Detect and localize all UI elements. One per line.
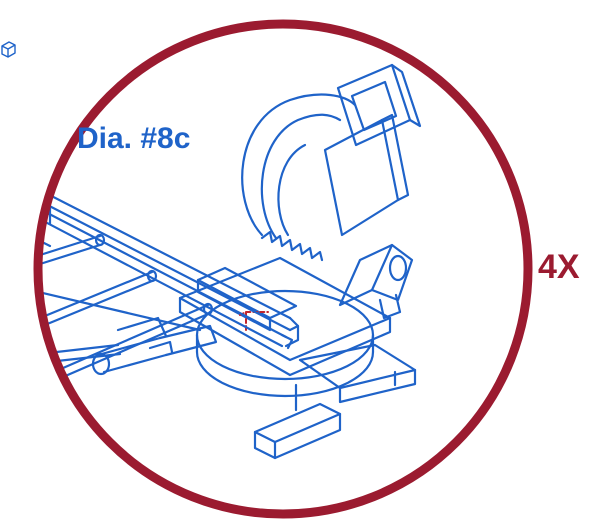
box-outline-icon (1, 41, 16, 58)
diagram-label: Dia. #8c (77, 122, 191, 155)
quantity-label: 4X (538, 248, 580, 286)
detail-circle (33, 19, 533, 519)
miter-saw-icon (91, 63, 422, 460)
ladder-rail-icon (38, 183, 300, 389)
